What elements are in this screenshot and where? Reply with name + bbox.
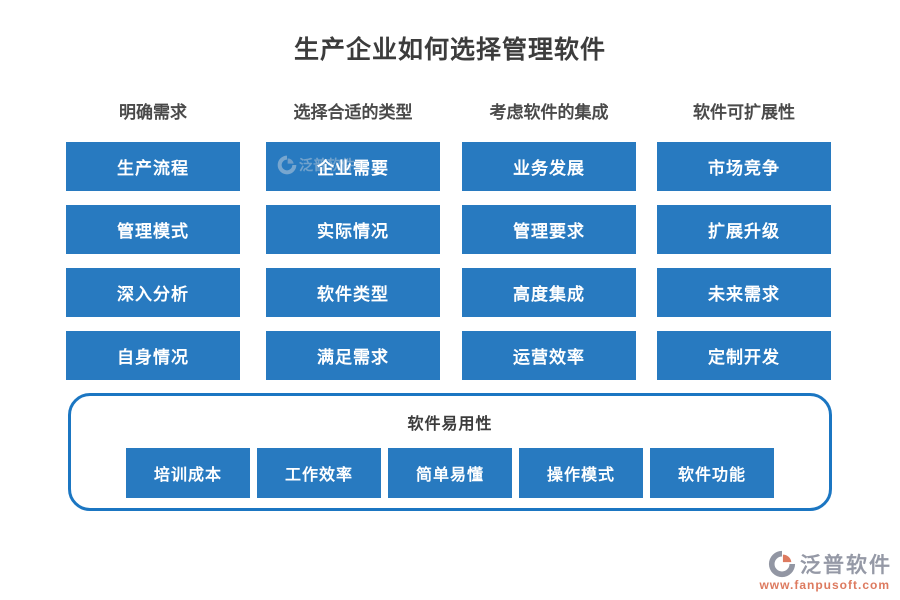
footer-brand-row: 泛普软件 <box>768 549 892 579</box>
node-box: 市场竞争 <box>657 142 831 191</box>
fanpu-logo-icon <box>277 155 297 175</box>
node-box: 深入分析 <box>66 268 240 317</box>
node-box: 业务发展 <box>462 142 636 191</box>
node-box: 生产流程 <box>66 142 240 191</box>
column-choose-type: 选择合适的类型 泛普软件 企业需要 实际情况 软件类型 满足需求 <box>266 103 440 394</box>
node-box: 泛普软件 企业需要 <box>266 142 440 191</box>
node-box: 管理模式 <box>66 205 240 254</box>
node-label: 企业需要 <box>317 159 389 178</box>
usability-row: 培训成本 工作效率 简单易懂 操作模式 软件功能 <box>71 448 829 498</box>
column-define-needs: 明确需求 生产流程 管理模式 深入分析 自身情况 <box>66 103 240 394</box>
column-scalability: 软件可扩展性 市场竞争 扩展升级 未来需求 定制开发 <box>657 103 831 394</box>
node-box: 操作模式 <box>519 448 643 498</box>
fanpu-logo-icon <box>768 550 796 578</box>
node-box: 培训成本 <box>126 448 250 498</box>
footer-url: www.fanpusoft.com <box>759 578 890 592</box>
node-box: 实际情况 <box>266 205 440 254</box>
node-box: 满足需求 <box>266 331 440 380</box>
node-box: 软件功能 <box>650 448 774 498</box>
column-header: 明确需求 <box>119 103 187 122</box>
footer-logo: 泛普软件 www.fanpusoft.com <box>759 549 892 592</box>
footer-brand: 泛普软件 <box>800 554 892 577</box>
column-header: 考虑软件的集成 <box>489 103 609 122</box>
node-box: 管理要求 <box>462 205 636 254</box>
page-title: 生产企业如何选择管理软件 <box>293 36 606 64</box>
usability-section: 软件易用性 培训成本 工作效率 简单易懂 操作模式 软件功能 <box>68 393 832 511</box>
column-header: 软件可扩展性 <box>693 103 795 122</box>
node-box: 简单易懂 <box>388 448 512 498</box>
node-box: 运营效率 <box>462 331 636 380</box>
node-box: 扩展升级 <box>657 205 831 254</box>
column-software-integration: 考虑软件的集成 业务发展 管理要求 高度集成 运营效率 <box>462 103 636 394</box>
column-header: 选择合适的类型 <box>293 103 413 122</box>
usability-section-title: 软件易用性 <box>407 416 493 433</box>
node-box: 工作效率 <box>257 448 381 498</box>
node-box: 未来需求 <box>657 268 831 317</box>
node-box: 自身情况 <box>66 331 240 380</box>
node-box: 高度集成 <box>462 268 636 317</box>
node-box: 软件类型 <box>266 268 440 317</box>
watermark-brand: 泛普软件 <box>299 157 355 173</box>
fanpu-watermark: 泛普软件 <box>277 155 355 175</box>
node-box: 定制开发 <box>657 331 831 380</box>
